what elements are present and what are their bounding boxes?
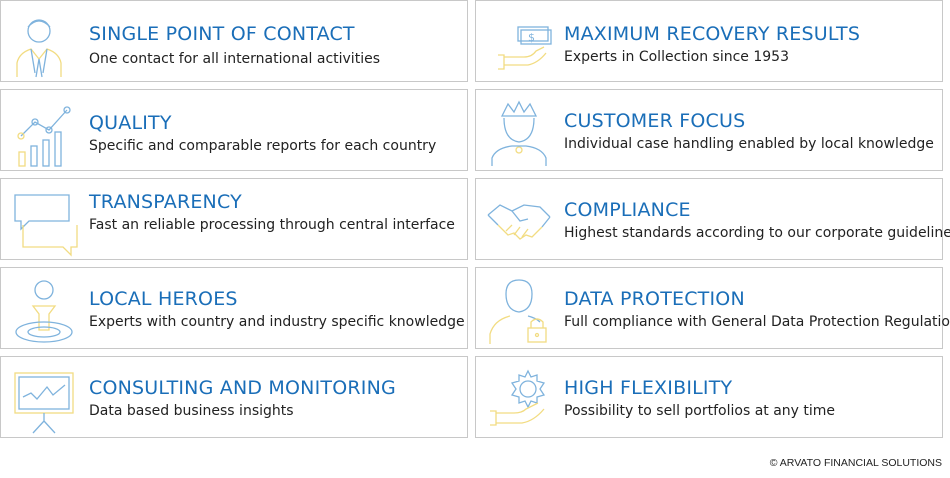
card-description: Experts with country and industry specif… xyxy=(89,314,465,330)
card-quality: QUALITY Specific and comparable reports … xyxy=(0,89,468,171)
card-title: SINGLE POINT OF CONTACT xyxy=(89,23,355,45)
card-customer-focus: CUSTOMER FOCUS Individual case handling … xyxy=(475,89,943,171)
copyright-notice: © ARVATO FINANCIAL SOLUTIONS xyxy=(769,457,942,469)
card-description: Fast an reliable processing through cent… xyxy=(89,217,455,233)
presentation-board-icon xyxy=(9,363,79,435)
person-location-icon xyxy=(9,274,79,346)
card-high-flexibility: HIGH FLEXIBILITY Possibility to sell por… xyxy=(475,356,943,438)
card-data-protection: DATA PROTECTION Full compliance with Gen… xyxy=(475,267,950,349)
card-title: COMPLIANCE xyxy=(564,199,691,221)
card-title: HIGH FLEXIBILITY xyxy=(564,377,733,399)
person-suit-icon xyxy=(9,7,79,79)
card-title: TRANSPARENCY xyxy=(89,191,242,213)
speech-bubbles-icon xyxy=(9,185,79,257)
gear-hand-icon xyxy=(484,363,554,435)
card-description: Experts in Collection since 1953 xyxy=(564,49,789,65)
card-local-heroes: LOCAL HEROES Experts with country and in… xyxy=(0,267,468,349)
card-description: Highest standards according to our corpo… xyxy=(564,225,950,241)
feature-grid: SINGLE POINT OF CONTACT One contact for … xyxy=(0,0,950,438)
card-description: One contact for all international activi… xyxy=(89,51,380,67)
card-description: Specific and comparable reports for each… xyxy=(89,138,437,154)
card-description: Possibility to sell portfolios at any ti… xyxy=(564,403,836,419)
chart-growth-icon xyxy=(9,96,79,168)
card-description: Data based business insights xyxy=(89,403,294,419)
card-maximum-recovery-results: $ MAXIMUM RECOVERY RESULTS Experts in Co… xyxy=(475,0,943,82)
svg-text:$: $ xyxy=(528,31,535,44)
card-title: LOCAL HEROES xyxy=(89,288,238,310)
card-title: MAXIMUM RECOVERY RESULTS xyxy=(564,23,861,45)
card-transparency: TRANSPARENCY Fast an reliable processing… xyxy=(0,178,468,260)
card-description: Individual case handling enabled by loca… xyxy=(564,136,934,152)
crowned-person-icon xyxy=(484,96,554,168)
card-compliance: COMPLIANCE Highest standards according t… xyxy=(475,178,950,260)
card-title: CONSULTING AND MONITORING xyxy=(89,377,396,399)
handshake-icon xyxy=(484,185,554,257)
card-single-point-of-contact: SINGLE POINT OF CONTACT One contact for … xyxy=(0,0,468,82)
card-consulting-and-monitoring: CONSULTING AND MONITORING Data based bus… xyxy=(0,356,468,438)
card-title: CUSTOMER FOCUS xyxy=(564,110,746,132)
card-title: DATA PROTECTION xyxy=(564,288,745,310)
money-hand-icon: $ xyxy=(484,7,554,79)
person-lock-icon xyxy=(484,274,554,346)
card-description: Full compliance with General Data Protec… xyxy=(564,314,950,330)
card-title: QUALITY xyxy=(89,112,172,134)
